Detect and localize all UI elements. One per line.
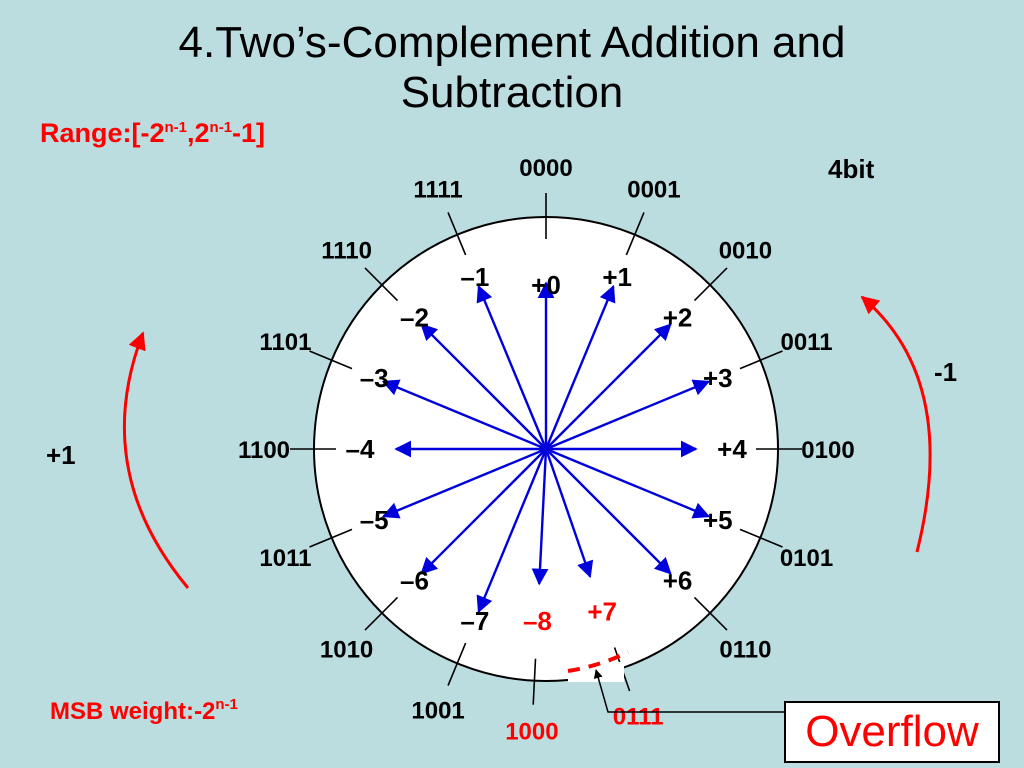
- spoke-arrow-0101: [545, 447, 711, 519]
- code-label-1001: 1001: [411, 698, 464, 725]
- value-label-1000: –8: [523, 606, 552, 636]
- spoke-arrow-0110: [545, 448, 672, 575]
- minus-one-label: -1: [934, 357, 958, 387]
- range-mid: ,2: [187, 118, 210, 148]
- value-label-0011: +3: [703, 363, 733, 393]
- code-label-1101: 1101: [259, 329, 311, 356]
- tick-1011: [309, 528, 353, 548]
- tick-1001: [447, 642, 467, 686]
- value-label-1011: –5: [360, 505, 389, 535]
- value-label-0110: +6: [663, 566, 693, 596]
- spoke-arrow-0111: [544, 448, 594, 579]
- tick-0101: [739, 528, 783, 548]
- code-label-0010: 0010: [719, 238, 772, 265]
- spoke-arrow-1101: [381, 379, 547, 451]
- tick-0001: [625, 212, 645, 256]
- msb-sup: n-1: [215, 696, 238, 713]
- overflow-box: Overflow: [784, 701, 1000, 763]
- title-line-1: 4.Two’s-Complement Addition and: [178, 18, 846, 67]
- spoke-arrow-1011: [381, 447, 547, 519]
- range-prefix: Range:[-2: [40, 118, 165, 148]
- spoke-arrow-1000: [531, 448, 549, 586]
- ticks-group: [290, 193, 802, 705]
- value-label-1110: –2: [400, 302, 429, 332]
- msb-prefix: MSB weight:-2: [50, 698, 216, 725]
- overflow-boundary-dashed-arc: [567, 650, 629, 673]
- spoke-arrow-1010: [420, 448, 547, 575]
- range-suffix: -1]: [232, 118, 266, 148]
- values-group: +0 +1 +2 +3 +4 +5 +6 +7 –8 –7 –6 –5 –4 –3 –2 –1: [346, 262, 748, 636]
- code-label-1100: 1100: [238, 437, 290, 464]
- overflow-leader-line: [593, 669, 784, 713]
- tick-0011: [739, 350, 783, 370]
- spoke-arrow-1110: [420, 323, 547, 450]
- code-label-0110: 0110: [719, 636, 771, 663]
- value-label-1100: –4: [346, 434, 375, 464]
- code-label-0000: 0000: [519, 155, 572, 182]
- tick-1101: [309, 350, 353, 370]
- counter-clockwise-plus-one-arrow: [122, 331, 190, 589]
- tick-1000: [532, 658, 537, 705]
- value-label-0001: +1: [602, 262, 632, 292]
- code-label-0001: 0001: [627, 176, 680, 203]
- value-label-1101: –3: [360, 363, 389, 393]
- tick-0010: [693, 267, 728, 302]
- value-label-1001: –7: [460, 606, 489, 636]
- spokes-group: [381, 281, 711, 614]
- code-label-0101: 0101: [780, 545, 833, 572]
- code-label-0011: 0011: [780, 329, 832, 356]
- spoke-arrow-1111: [476, 284, 548, 450]
- slide-title: 4.Two’s-Complement Addition and Subtract…: [0, 18, 1024, 118]
- clockwise-minus-one-arrow: [860, 295, 932, 553]
- value-label-0101: +5: [703, 505, 733, 535]
- code-label-0111: 0111: [613, 704, 664, 731]
- tick-1111: [447, 212, 467, 256]
- range-sup-2: n-1: [209, 119, 233, 136]
- tick-1110: [364, 267, 399, 302]
- code-label-1011: 1011: [259, 545, 311, 572]
- msb-weight-label: MSB weight:-2n-1: [50, 696, 238, 726]
- spoke-arrow-1001: [476, 448, 548, 614]
- range-label: Range:[-2n-1,2n-1-1]: [40, 118, 265, 149]
- codes-group: 0000 0001 0010 0011 0100 0101 0110 0111 1000 1001…: [238, 155, 855, 746]
- spoke-arrow-0011: [545, 379, 711, 451]
- bit-width-label: 4bit: [828, 154, 875, 184]
- value-label-0000: +0: [531, 270, 561, 300]
- range-sup-1: n-1: [164, 119, 188, 136]
- value-label-0100: +4: [717, 434, 747, 464]
- value-label-1010: –6: [400, 566, 429, 596]
- code-label-1000: 1000: [505, 719, 558, 746]
- code-label-1010: 1010: [320, 636, 373, 663]
- spoke-arrow-0001: [544, 284, 616, 450]
- plus-one-label: +1: [46, 440, 76, 470]
- value-label-1111: –1: [460, 262, 489, 292]
- code-label-0100: 0100: [801, 437, 854, 464]
- tick-0110: [693, 596, 728, 631]
- value-label-0111: +7: [587, 597, 617, 627]
- value-label-0010: +2: [663, 302, 693, 332]
- code-label-1111: 1111: [413, 176, 462, 203]
- title-line-2: Subtraction: [400, 68, 624, 117]
- spoke-arrow-0010: [545, 323, 672, 450]
- tick-1010: [364, 596, 399, 631]
- code-label-1110: 1110: [321, 238, 372, 265]
